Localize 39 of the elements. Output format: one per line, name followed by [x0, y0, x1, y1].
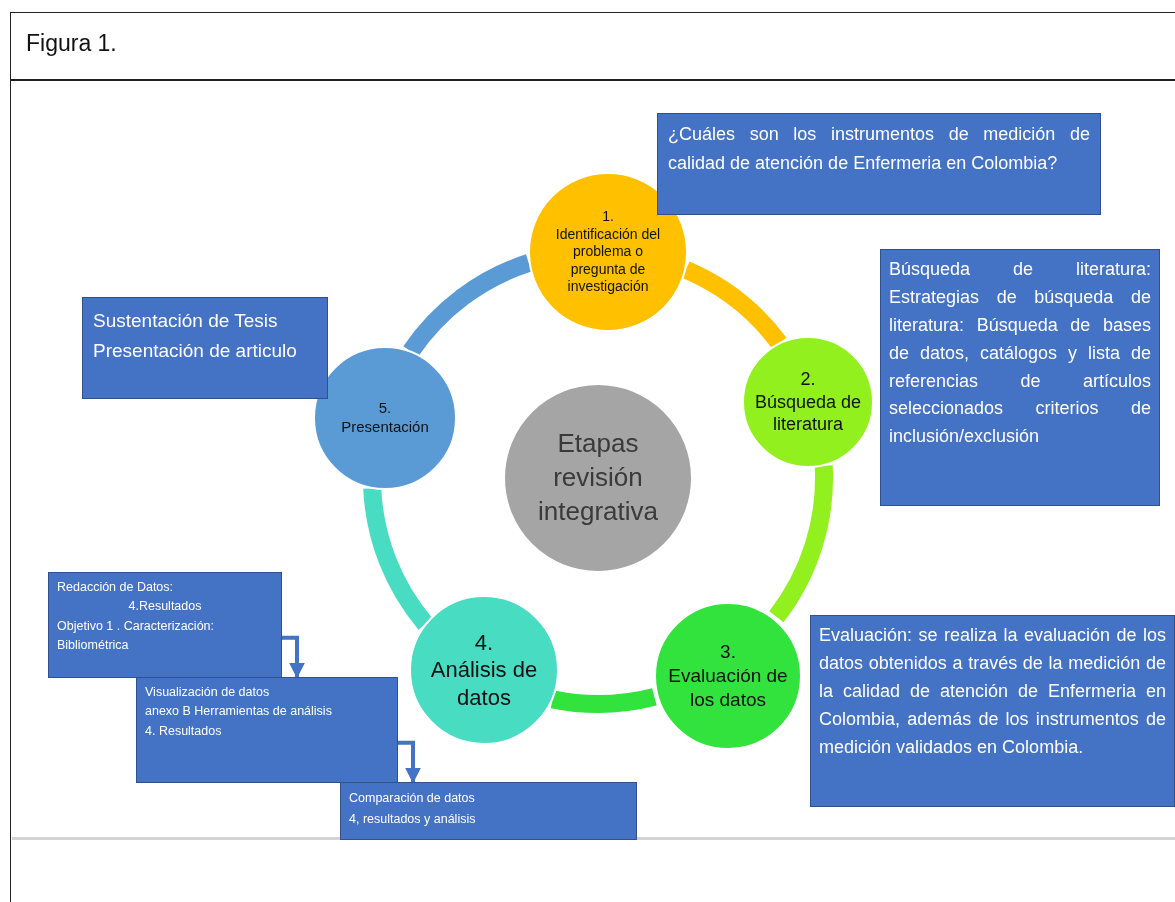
- ring-segment: [363, 487, 433, 630]
- box-text: Redacción de Datos:: [57, 579, 175, 596]
- text-box: [340, 782, 637, 840]
- text-box: [136, 677, 398, 783]
- box-text: Evaluación: se realiza la evaluación de los datos obtenidos a través de la medición de la calidad de atención de Enfermeria en Colombia, además de los instrumentos de medición validados en Colombia.: [819, 624, 1166, 759]
- box-text: Visualización de datos: [145, 684, 271, 701]
- stage-label: 3.: [720, 640, 736, 665]
- ring-segment: [551, 688, 657, 713]
- ring-segment: [682, 261, 787, 349]
- box-text: Búsqueda de literatura: Estrategias de búsqueda de literatura: Búsqueda de bases de datos, catálogos y lista de referencias de artículos seleccionados criterios de inclusión/exclusión: [889, 258, 1151, 449]
- box-text: Presentación de articulo: [93, 339, 298, 364]
- stage-label: Etapas revisión integrativa: [537, 427, 659, 528]
- stage-label: Análisis de datos: [429, 656, 539, 712]
- stage-label: Identificación del problema o pregunta de investigación: [554, 225, 662, 296]
- text-box: [880, 249, 1160, 506]
- text-box: [657, 113, 1101, 215]
- stage-label: Búsqueda de literatura: [753, 390, 863, 436]
- box-text: ¿Cuáles son los instrumentos de medición de calidad de atención de Enfermeria en Colombia?: [668, 123, 1090, 175]
- box-text: 4.Resultados: [127, 598, 203, 616]
- stage-label: 5.: [378, 399, 392, 418]
- text-box: [82, 297, 328, 399]
- arrow: [282, 635, 305, 679]
- stage-label: 4.: [474, 628, 494, 657]
- box-text: 4. Resultados: [145, 722, 223, 740]
- stage-label: 1.: [602, 208, 614, 226]
- text-box: [810, 615, 1175, 807]
- stage-label: Evaluación de los datos: [668, 664, 788, 712]
- box-text: 4, resultados y análisis: [349, 810, 477, 828]
- box-text: anexo B Herramientas de análisis: [145, 703, 333, 721]
- box-text: Objetivo 1 . Caracterización: Bibliométrica: [57, 617, 215, 655]
- figure-title: Figura 1.: [26, 30, 117, 57]
- stage-label: Presentación: [341, 418, 429, 437]
- ring-segment: [403, 254, 532, 357]
- box-text: Sustentación de Tesis: [93, 309, 279, 333]
- box-text: Comparación de datos: [349, 790, 476, 807]
- arrow: [398, 740, 421, 784]
- ring-segment: [768, 465, 833, 622]
- text-box: [48, 572, 282, 678]
- stage-label: 2.: [800, 368, 816, 391]
